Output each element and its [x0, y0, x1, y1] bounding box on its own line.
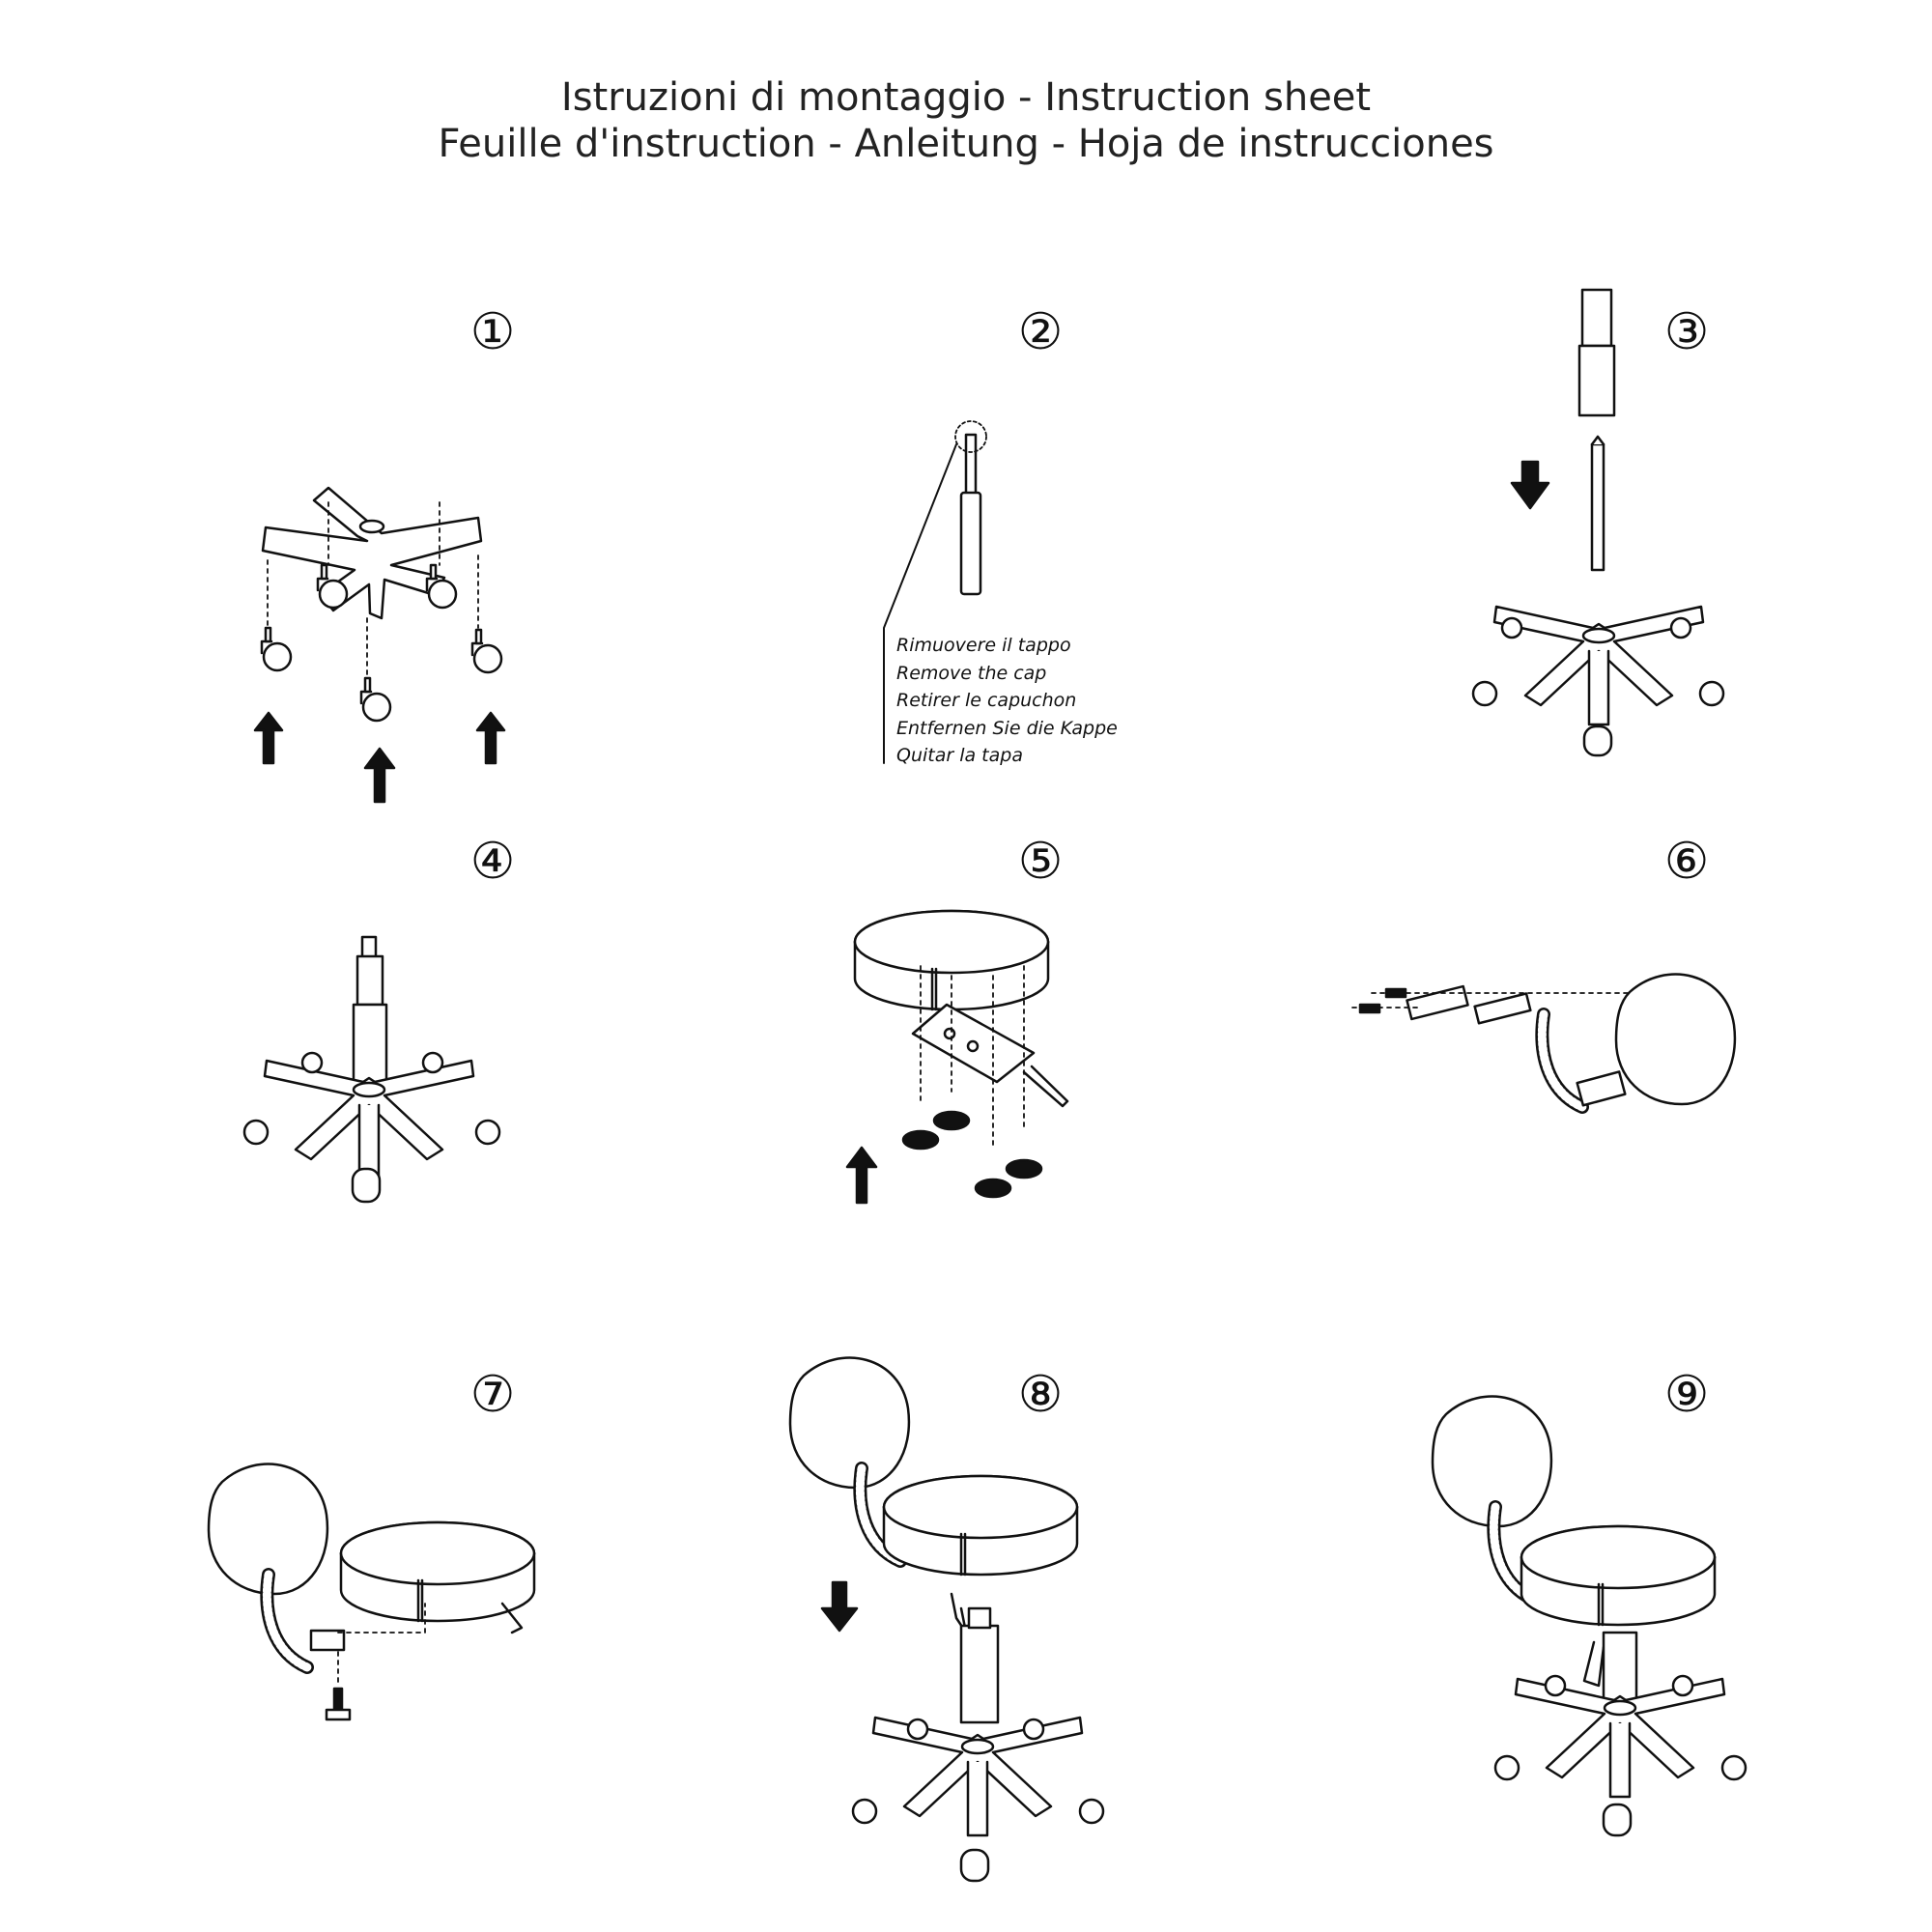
arrow-up-icon	[363, 747, 396, 804]
step-4-number: ④	[469, 833, 516, 891]
caption-german: Entfernen Sie die Kappe	[896, 717, 1118, 739]
caption-spanish: Quitar la tapa	[896, 745, 1023, 766]
arrow-up-icon	[253, 711, 284, 765]
step-2-caption: Rimuovere il tappo Remove the cap Retire…	[896, 632, 1118, 770]
arrow-down-icon	[820, 1580, 859, 1633]
page-title-line-2: Feuille d'instruction - Anleitung - Hoja…	[438, 122, 1494, 166]
step-2-illustration	[883, 420, 987, 764]
step-9-illustration	[1431, 1395, 1747, 1837]
step-1-number: ①	[469, 303, 516, 361]
caption-italian: Rimuovere il tappo	[896, 635, 1071, 656]
step-8-number: ⑧	[1017, 1366, 1064, 1424]
step-6-illustration	[1351, 973, 1737, 1107]
step-7-number: ⑦	[469, 1366, 516, 1424]
caption-english: Remove the cap	[896, 662, 1047, 684]
page-title-line-1: Istruzioni di montaggio - Instruction sh…	[560, 75, 1372, 120]
arrow-up-icon	[845, 1146, 878, 1205]
step-9-number: ⑨	[1663, 1366, 1710, 1424]
step-8-illustration	[788, 1356, 1105, 1883]
step-2-number: ②	[1017, 303, 1064, 361]
step-3-illustration	[1471, 288, 1725, 757]
arrow-up-icon	[475, 711, 506, 765]
arrow-down-icon	[1510, 460, 1550, 510]
step-5-illustration	[845, 909, 1069, 1205]
step-3-number: ③	[1663, 303, 1710, 361]
step-7-illustration	[207, 1463, 536, 1721]
step-4-illustration	[242, 935, 501, 1204]
step-5-number: ⑤	[1017, 833, 1064, 891]
caption-french: Retirer le capuchon	[896, 690, 1077, 711]
step-1-illustration	[253, 486, 506, 804]
step-6-number: ⑥	[1663, 833, 1710, 891]
